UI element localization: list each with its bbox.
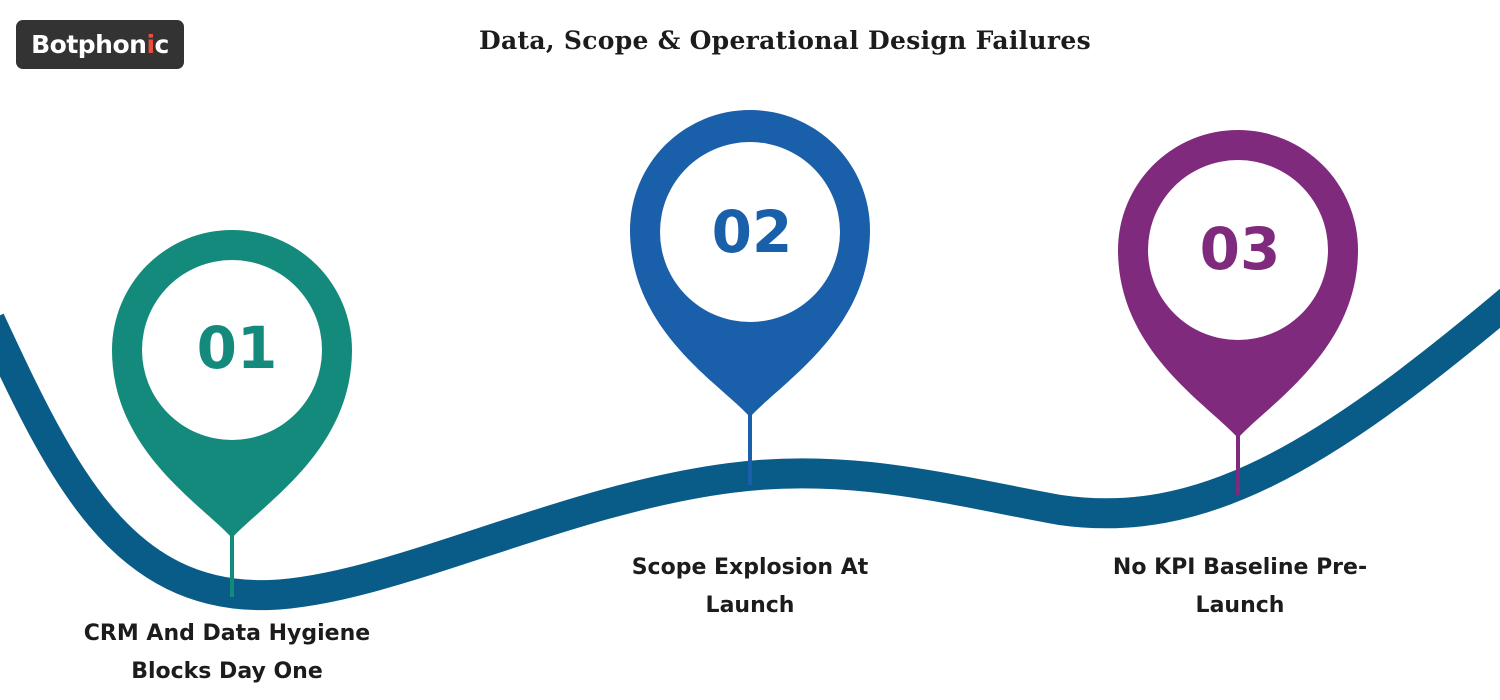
milestone-pin-03: 03 bbox=[1118, 130, 1358, 495]
milestone-label-03-line2: Launch bbox=[1195, 593, 1285, 618]
milestone-label-03: No KPI Baseline Pre- Launch bbox=[1070, 549, 1410, 625]
logo-accent-letter: i bbox=[146, 30, 155, 59]
milestone-label-03-line1: No KPI Baseline Pre- bbox=[1112, 555, 1368, 580]
milestone-label-02: Scope Explosion At Launch bbox=[580, 549, 920, 625]
pin-number-02: 02 bbox=[712, 198, 793, 266]
logo-text-end: c bbox=[154, 30, 170, 59]
pin-number-03: 03 bbox=[1200, 215, 1281, 283]
botphonic-logo: Botphonic bbox=[16, 20, 184, 69]
milestone-label-02-line2: Launch bbox=[705, 593, 795, 618]
pin-inner-circle-01 bbox=[142, 260, 322, 440]
milestone-pin-01: 01 bbox=[112, 230, 352, 597]
logo-text: Botphon bbox=[31, 30, 147, 59]
road-path bbox=[0, 288, 1500, 611]
pin-number-01: 01 bbox=[197, 314, 278, 382]
page-title: Data, Scope & Operational Design Failure… bbox=[479, 26, 1091, 55]
milestone-pin-02: 02 bbox=[630, 110, 870, 485]
milestone-label-01-line2: Blocks Day One bbox=[131, 659, 323, 684]
milestone-label-01-line1: CRM And Data Hygiene bbox=[83, 621, 371, 646]
pin-inner-circle-03 bbox=[1148, 160, 1328, 340]
milestone-label-01: CRM And Data Hygiene Blocks Day One bbox=[57, 615, 397, 691]
pin-inner-circle-02 bbox=[660, 142, 840, 322]
milestone-label-02-line1: Scope Explosion At bbox=[631, 555, 869, 580]
